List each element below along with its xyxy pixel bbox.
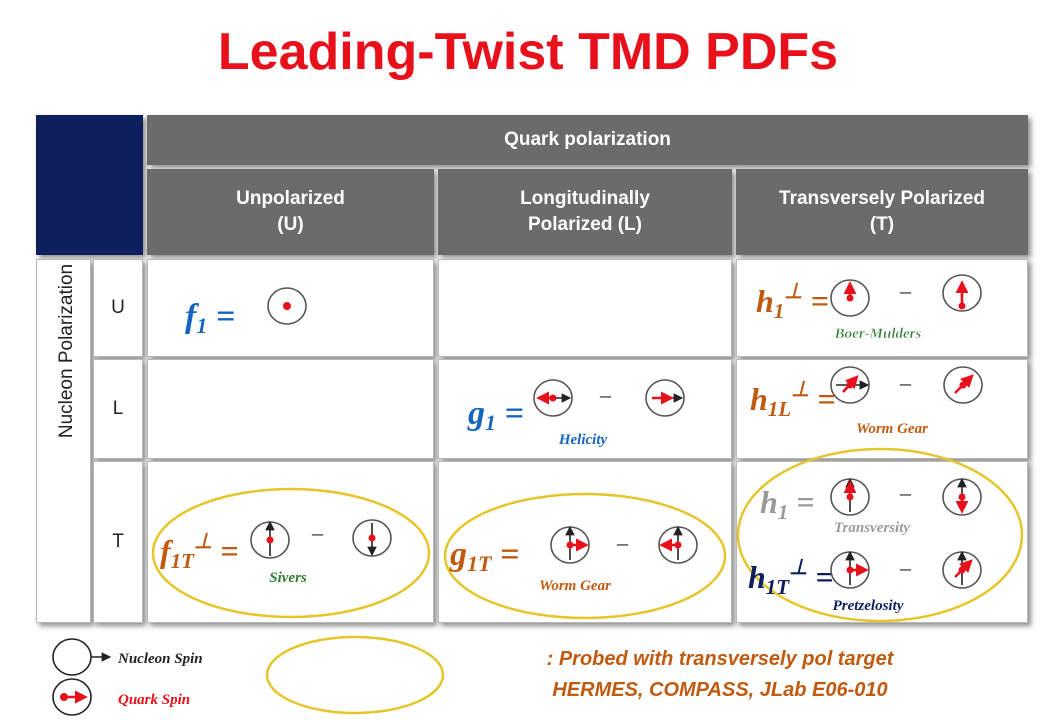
row-l-text: L [112, 398, 124, 419]
row-label-l: L [93, 359, 143, 459]
g1-symbol: g1 = [467, 395, 524, 435]
quark-spin-legend-icon [52, 678, 92, 716]
cell-u-l [438, 259, 732, 357]
col-u-line1: Unpolarized [236, 188, 345, 210]
g1t-nucleon-icon-2 [658, 525, 698, 564]
f1tperp-symbol: f1T⊥ = [160, 529, 239, 573]
minus-sign: – [899, 370, 912, 395]
h1tperp-nucleon-icon-2 [942, 550, 982, 589]
h1lperp-nucleon-icon-2 [943, 366, 983, 404]
f1tperp-nucleon-icon-1 [250, 520, 290, 559]
col-t-line1: Transversely Polarized [779, 188, 985, 210]
h1tperp-label: Pretzelosity [833, 598, 904, 614]
h1perp-symbol: h1⊥ = [756, 279, 829, 323]
minus-sign: – [311, 520, 324, 545]
f1tperp-nucleon-icon-2 [352, 519, 392, 557]
g1-label: Helicity [558, 432, 608, 448]
h1perp-nucleon-icon-2 [942, 274, 982, 312]
col-header-transverse: Transversely Polarized (T) [736, 169, 1028, 255]
h1lperp-symbol: h1L⊥ = [750, 377, 836, 421]
h1-nucleon-icon-2 [942, 477, 982, 516]
minus-sign: – [599, 382, 612, 407]
g1-nucleon-icon-2 [645, 379, 685, 417]
h1lperp-label: Worm Gear [856, 421, 928, 437]
col-header-unpolarized: Unpolarized (U) [147, 169, 434, 255]
g1t-nucleon-icon-1 [550, 525, 590, 564]
nucleon-polarization-cell [36, 259, 91, 623]
h1-nucleon-icon-1 [830, 477, 870, 516]
page-title: Leading-Twist TMD PDFs [217, 23, 839, 81]
h1tperp-symbol: h1T⊥ = [748, 555, 834, 599]
h1perp-label: Boer-Mulders [834, 326, 922, 342]
nucleon-spin-legend-icon [52, 638, 112, 676]
cell-u-t [736, 259, 1028, 357]
f1-symbol: f1 = [185, 298, 235, 338]
sivers-ellipse [151, 487, 431, 619]
row-label-u: U [93, 259, 143, 357]
g1t-ellipse [443, 492, 727, 620]
g1t-symbol: g1T = [449, 536, 519, 576]
col-l-line1: Longitudinally [520, 188, 650, 210]
probed-line-2: HERMES, COMPASS, JLab E06-010 [552, 679, 887, 701]
probed-legend-ellipse [265, 635, 445, 715]
f1-nucleon-icon [267, 287, 307, 325]
quark-polarization-header: Quark polarization [147, 115, 1028, 165]
row-u-text: U [111, 297, 125, 318]
h1tperp-nucleon-icon-1 [830, 550, 870, 589]
transversity-ellipse [736, 447, 1024, 623]
row-t-text: T [112, 531, 124, 552]
quark-spin-label: Quark Spin [118, 692, 190, 708]
cell-l-l [438, 359, 732, 459]
minus-sign: – [899, 480, 912, 505]
row-label-t: T [93, 461, 143, 623]
h1lperp-nucleon-icon-1 [830, 366, 870, 404]
cell-l-u [147, 359, 434, 459]
h1-label: Transversity [834, 520, 910, 536]
col-l-line2: Polarized (L) [527, 214, 642, 235]
col-t-line2: (T) [869, 214, 895, 235]
minus-sign: – [616, 530, 629, 555]
minus-sign: – [899, 278, 912, 303]
g1-nucleon-icon-1 [533, 379, 573, 417]
h1perp-nucleon-icon-1 [830, 279, 870, 317]
corner-cell [36, 115, 143, 255]
h1-symbol: h1 = [760, 484, 815, 524]
nucleon-spin-label: Nucleon Spin [117, 651, 203, 667]
f1tperp-label: Sivers [269, 570, 307, 586]
minus-sign: – [899, 555, 912, 580]
col-u-line2: (U) [277, 214, 304, 235]
probed-line-1: : Probed with transversely pol target [547, 648, 895, 670]
quark-polarization-label: Quark polarization [504, 129, 671, 151]
g1t-label: Worm Gear [539, 578, 611, 594]
